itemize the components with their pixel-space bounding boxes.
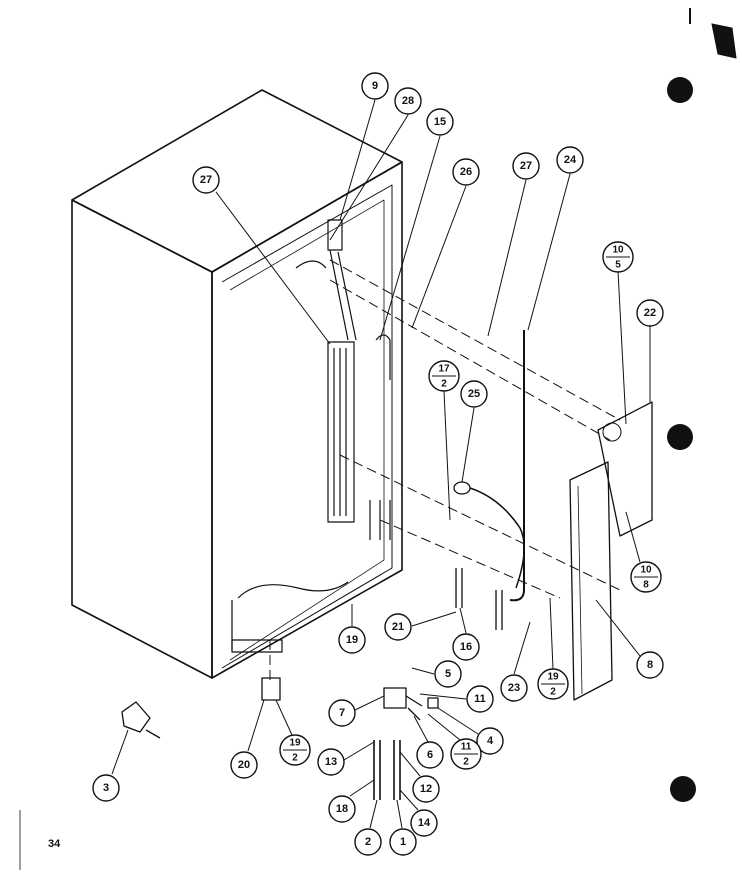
svg-text:2: 2 xyxy=(550,687,556,698)
svg-text:5: 5 xyxy=(615,260,621,271)
power-cord xyxy=(469,330,525,602)
callout-1: 1 xyxy=(389,799,417,856)
scan-hole-top xyxy=(667,77,693,103)
svg-text:24: 24 xyxy=(564,154,577,166)
fraction-callout-11-2: 11 2 xyxy=(427,713,482,770)
callout-13: 13 xyxy=(317,741,375,776)
callout-5: 5 xyxy=(411,660,462,688)
svg-text:13: 13 xyxy=(325,756,337,768)
svg-text:4: 4 xyxy=(487,735,494,747)
svg-text:7: 7 xyxy=(339,707,345,719)
svg-text:25: 25 xyxy=(468,388,480,400)
callout-18: 18 xyxy=(328,779,375,823)
svg-text:2: 2 xyxy=(292,753,298,764)
scan-hole-middle xyxy=(667,424,693,450)
svg-text:8: 8 xyxy=(647,659,653,671)
svg-text:1: 1 xyxy=(400,836,406,848)
scan-hole-bottom xyxy=(670,776,696,802)
svg-text:6: 6 xyxy=(427,749,433,761)
callout-4: 4 xyxy=(437,707,504,755)
svg-text:12: 12 xyxy=(420,783,432,795)
svg-text:2: 2 xyxy=(441,379,447,390)
page-number: 34 xyxy=(48,838,61,850)
svg-text:15: 15 xyxy=(434,116,446,128)
callout-11: 11 xyxy=(419,685,494,713)
callout-27-left: 27 xyxy=(192,166,331,345)
svg-text:10: 10 xyxy=(612,245,624,256)
fraction-callout-19-2-left: 19 2 xyxy=(275,699,311,766)
svg-text:2: 2 xyxy=(365,836,371,848)
callout-23: 23 xyxy=(500,621,531,702)
svg-text:27: 27 xyxy=(520,160,532,172)
svg-text:5: 5 xyxy=(445,668,451,680)
svg-text:28: 28 xyxy=(402,95,414,107)
callout-7: 7 xyxy=(328,695,385,727)
callout-28: 28 xyxy=(329,87,422,241)
callout-21: 21 xyxy=(384,611,457,641)
fraction-callout-19-2-right: 19 2 xyxy=(537,597,569,700)
svg-text:27: 27 xyxy=(200,174,212,186)
refrigerator-cabinet xyxy=(71,89,403,679)
svg-text:20: 20 xyxy=(238,759,250,771)
callout-25: 25 xyxy=(460,380,488,483)
back-cover-plate xyxy=(597,401,653,537)
condenser-coils xyxy=(231,219,391,653)
callout-16: 16 xyxy=(452,607,480,661)
callout-19: 19 xyxy=(338,604,366,654)
svg-text:9: 9 xyxy=(372,80,378,92)
svg-text:18: 18 xyxy=(336,803,348,815)
svg-text:17: 17 xyxy=(438,364,450,375)
callout-20: 20 xyxy=(230,699,265,779)
svg-text:23: 23 xyxy=(508,682,520,694)
rear-panel xyxy=(569,461,613,701)
svg-text:26: 26 xyxy=(460,166,472,178)
callout-22: 22 xyxy=(636,299,664,402)
svg-text:8: 8 xyxy=(643,580,649,591)
svg-text:22: 22 xyxy=(644,307,656,319)
callout-27-right: 27 xyxy=(487,152,540,337)
svg-text:19: 19 xyxy=(547,672,559,683)
svg-text:19: 19 xyxy=(289,738,301,749)
callout-8: 8 xyxy=(595,599,664,679)
svg-text:14: 14 xyxy=(418,817,431,829)
fraction-callout-17-2: 17 2 xyxy=(428,360,460,521)
callout-6: 6 xyxy=(413,715,444,769)
callout-group: 9 28 15 27 26 27 24 xyxy=(92,72,664,856)
svg-text:10: 10 xyxy=(640,565,652,576)
callout-26: 26 xyxy=(411,158,480,329)
scan-edge-marks xyxy=(19,8,737,870)
callout-2: 2 xyxy=(354,799,382,856)
fraction-callout-10-5: 10 5 xyxy=(602,241,634,425)
svg-text:11: 11 xyxy=(474,693,486,705)
leader-lines xyxy=(269,259,621,682)
callout-24: 24 xyxy=(527,146,584,331)
fraction-callout-10-8: 10 8 xyxy=(625,511,662,593)
svg-text:21: 21 xyxy=(392,621,404,633)
callout-14: 14 xyxy=(399,789,438,837)
svg-text:11: 11 xyxy=(461,742,472,753)
callout-3: 3 xyxy=(92,729,129,802)
svg-text:19: 19 xyxy=(346,634,358,646)
small-parts xyxy=(121,481,503,800)
callout-9: 9 xyxy=(339,72,389,221)
callout-12: 12 xyxy=(399,751,440,803)
svg-text:2: 2 xyxy=(463,757,469,768)
callout-15: 15 xyxy=(379,108,454,341)
svg-text:16: 16 xyxy=(460,641,472,653)
svg-text:3: 3 xyxy=(103,782,109,794)
